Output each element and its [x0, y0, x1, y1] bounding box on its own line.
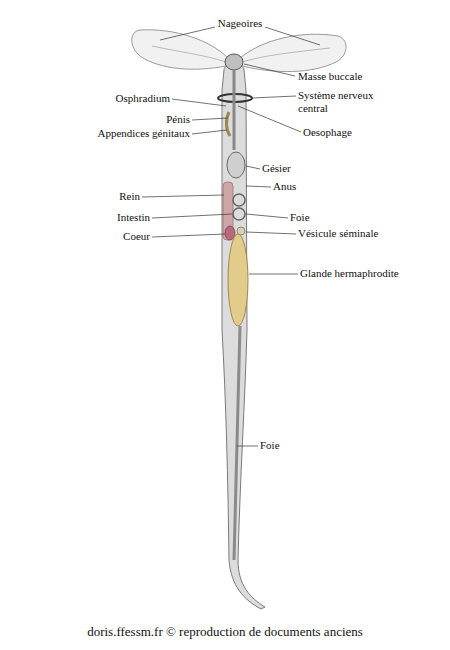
genital-appendages — [226, 112, 230, 136]
intestine — [233, 208, 245, 220]
intestine — [233, 194, 245, 206]
body-outline — [222, 64, 265, 609]
part-label: Masse buccale — [298, 70, 362, 83]
part-label: Coeur — [123, 230, 150, 243]
part-label: Nageoires — [218, 17, 263, 30]
right-fin — [240, 34, 346, 71]
part-label: Pénis — [166, 113, 190, 126]
liver-lobe — [234, 326, 240, 560]
gizzard — [227, 152, 245, 178]
left-fin — [132, 30, 228, 69]
part-label: Foie — [290, 211, 310, 224]
part-label: Osphradium — [116, 92, 170, 105]
part-label: Gésier — [262, 162, 291, 175]
buccal-mass — [225, 54, 243, 70]
part-label: Intestin — [117, 211, 150, 224]
part-label: Vésicule séminale — [298, 227, 378, 240]
oesophagus — [233, 70, 236, 150]
part-label: Système nerveux central — [298, 89, 390, 115]
hermaphrodite-gland — [228, 234, 248, 326]
caption-note: doris.ffessm.fr © reproduction de docume… — [87, 624, 363, 639]
part-label: Appendices génitaux — [97, 127, 190, 140]
part-label: Glande hermaphrodite — [300, 267, 399, 280]
part-label: Anus — [273, 180, 296, 193]
part-label: Oesophage — [303, 126, 352, 139]
leader-lines — [142, 27, 320, 446]
part-label: Rein — [119, 190, 140, 203]
part-label: Foie — [260, 439, 280, 452]
